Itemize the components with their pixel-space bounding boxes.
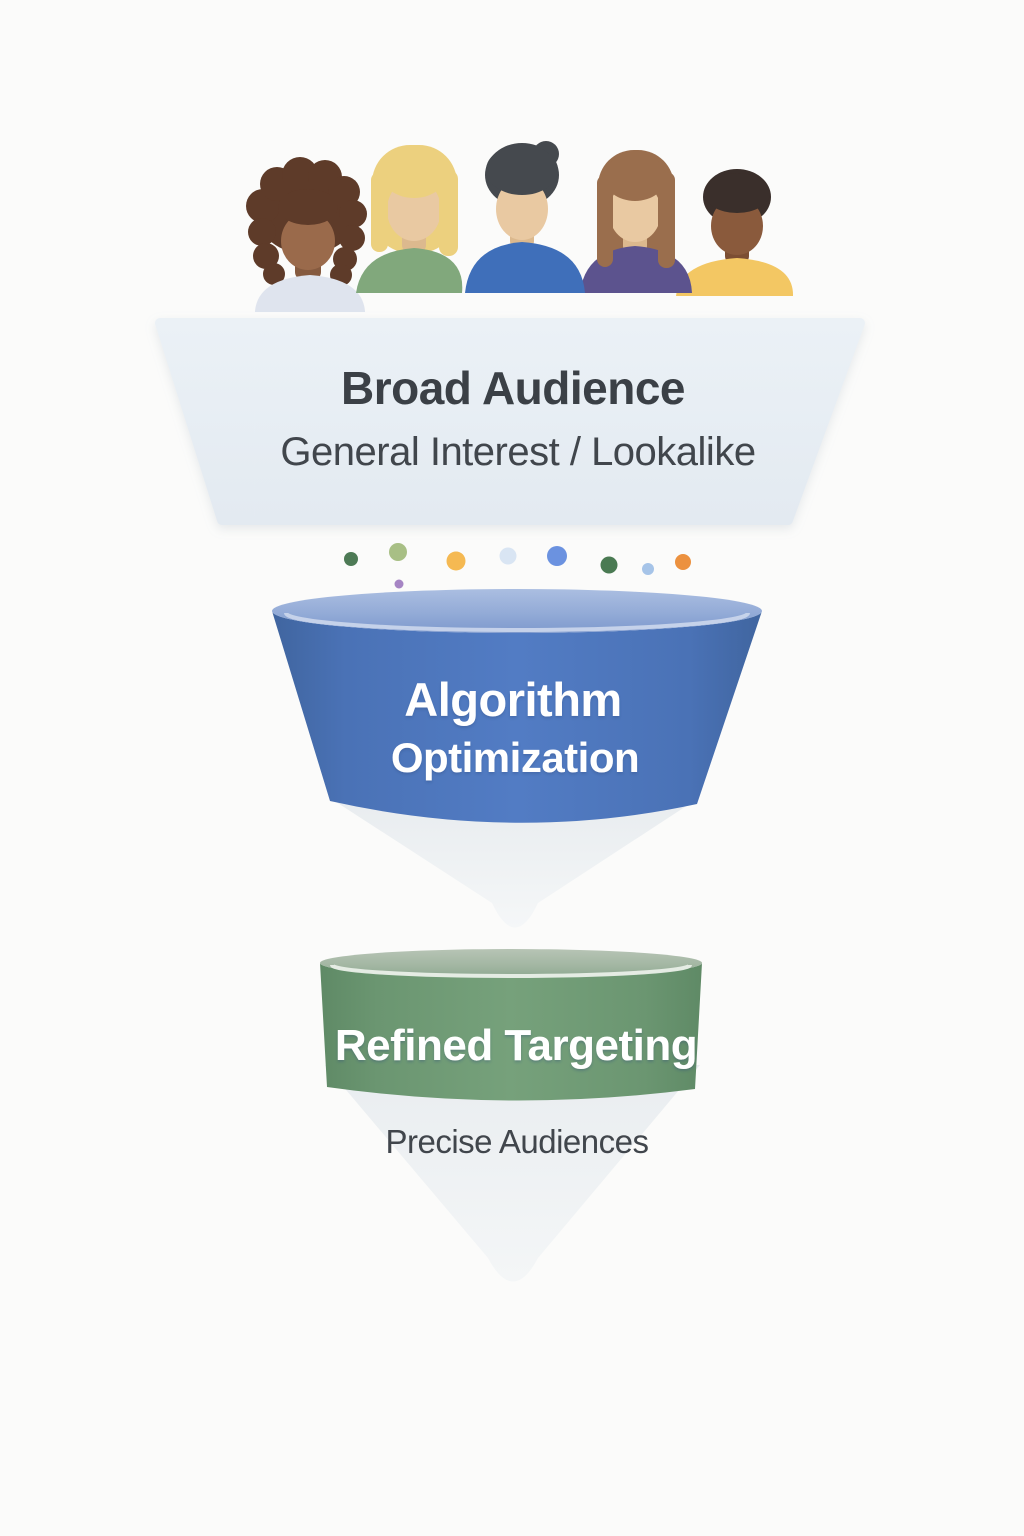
flow-dot [642,563,654,575]
hair-fringe [381,148,447,198]
hair-curl [282,157,318,193]
hair-side-lock [658,172,675,268]
shoulders [676,258,794,296]
face [496,178,548,240]
avatar-person-dark-gray-hair [465,141,585,293]
shoulders [356,248,463,293]
avatar-person-short-afro-hair [676,169,794,296]
flow-dot [547,546,567,566]
shoulders [465,242,585,293]
algorithm-funnel-top [272,589,762,633]
hair-curl [339,200,367,228]
hair-fringe [604,153,666,201]
avatar-person-blonde-hair [356,145,463,293]
flow-dot [394,579,404,589]
algorithm-funnel-body [272,611,762,823]
flow-dot [675,554,691,570]
funnel-cone-lower [325,1065,700,1282]
hair-curl [339,225,365,251]
broad-audience-title: Broad Audience [341,362,685,414]
hair-fringe [704,173,770,213]
broad-audience-subtitle: General Interest / Lookalike [280,430,755,474]
flow-dot [344,552,358,566]
hair-curl [253,243,279,269]
hair-curl [248,218,276,246]
stage-algorithm-optimization: Algorithm Optimization [272,589,762,928]
hair-side-lock [371,172,388,252]
avatar-person-long-brown-hair [580,150,692,293]
hair-curl [328,176,360,208]
face [711,197,763,255]
hair-side-lock [439,170,458,256]
refined-funnel-top [320,949,702,977]
hair-curl [263,263,285,285]
audience-avatars [246,141,794,312]
algorithm-title-line2: Optimization [391,734,639,781]
broad-audience-trapezoid [155,318,865,525]
flow-dot [446,551,466,571]
face [281,212,335,270]
stage-broad-audience: Broad Audience General Interest / Lookal… [155,318,865,525]
flow-dots [344,543,691,589]
algorithm-title-line1: Algorithm [404,673,621,726]
shoulders [255,275,365,312]
avatar-person-curly-dark-hair [246,157,367,312]
flow-dot [600,556,618,574]
refined-funnel-body [320,963,702,1101]
stage-refined-targeting: Refined Targeting Precise Audiences [320,949,702,1282]
hair-fringe [278,189,338,225]
refined-title: Refined Targeting [335,1021,697,1070]
flow-dot [499,547,517,565]
hair-side-lock [597,175,613,267]
hair-fringe [486,145,558,195]
refined-subtitle: Precise Audiences [386,1123,649,1160]
flow-dot [389,543,407,561]
refined-funnel-rim [330,964,692,978]
funnel-cone-upper [330,798,694,928]
algorithm-funnel-rim [284,612,750,632]
